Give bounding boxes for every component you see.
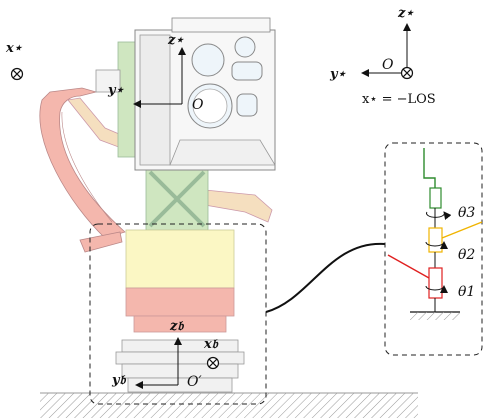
left-x-otimes-icon: [10, 67, 24, 81]
theta2-label: θ2: [458, 247, 475, 263]
base-stack-3: [121, 363, 239, 379]
red-joint-link: [387, 254, 430, 279]
joint1-body: [428, 267, 443, 299]
legend-y-label: y⋆: [329, 67, 347, 82]
joint3-rotation-icon: [426, 211, 452, 220]
theta1-label: θ1: [458, 284, 475, 300]
theta3-label: θ3: [458, 205, 475, 221]
zoom-connector: [265, 242, 386, 313]
camera-body: [134, 17, 276, 171]
red-link-lower: [133, 315, 227, 333]
cam-y-label: y⋆: [107, 83, 125, 98]
base-stack-4: [127, 377, 233, 393]
base-stack-2: [115, 351, 245, 365]
joint1-rotation-icon: [425, 285, 448, 294]
legend-otimes-icon: [400, 66, 414, 80]
base-y-label: y𝔟: [111, 373, 128, 388]
left-x-label: x⋆: [5, 41, 23, 56]
joint-ground-hatch: [410, 312, 460, 320]
orange-bracket-right: [204, 189, 273, 223]
red-arm: [39, 87, 126, 239]
green-link-upper: [117, 41, 137, 158]
red-link: [125, 287, 235, 317]
base-dashed-box: [89, 223, 267, 405]
ground-hatch: [40, 393, 418, 418]
base-x-label: x𝔟: [203, 337, 220, 352]
legend-z-label: z⋆: [397, 6, 414, 21]
legend-x-equation: x⋆ = −LOS: [362, 92, 436, 107]
green-joint-link: [423, 148, 436, 188]
cam-origin-label: O: [192, 97, 204, 113]
joint3-body: [429, 187, 442, 209]
base-x-otimes-icon: [206, 356, 220, 370]
joint2-rotation-icon: [425, 241, 448, 250]
yellow-link: [125, 229, 235, 289]
joint2-body: [428, 227, 443, 253]
camera-mount-left: [95, 69, 121, 93]
base-stack-1: [121, 339, 239, 353]
red-arm-tip: [79, 231, 123, 253]
base-z-label: z𝔟: [169, 319, 185, 334]
base-origin-label: O′: [187, 374, 202, 390]
green-stem-x: [148, 170, 206, 228]
yellow-joint-link: [441, 221, 483, 239]
legend-origin-label: O: [382, 57, 394, 73]
red-arm-inner: [61, 111, 113, 223]
cam-z-label: z⋆: [167, 33, 184, 48]
